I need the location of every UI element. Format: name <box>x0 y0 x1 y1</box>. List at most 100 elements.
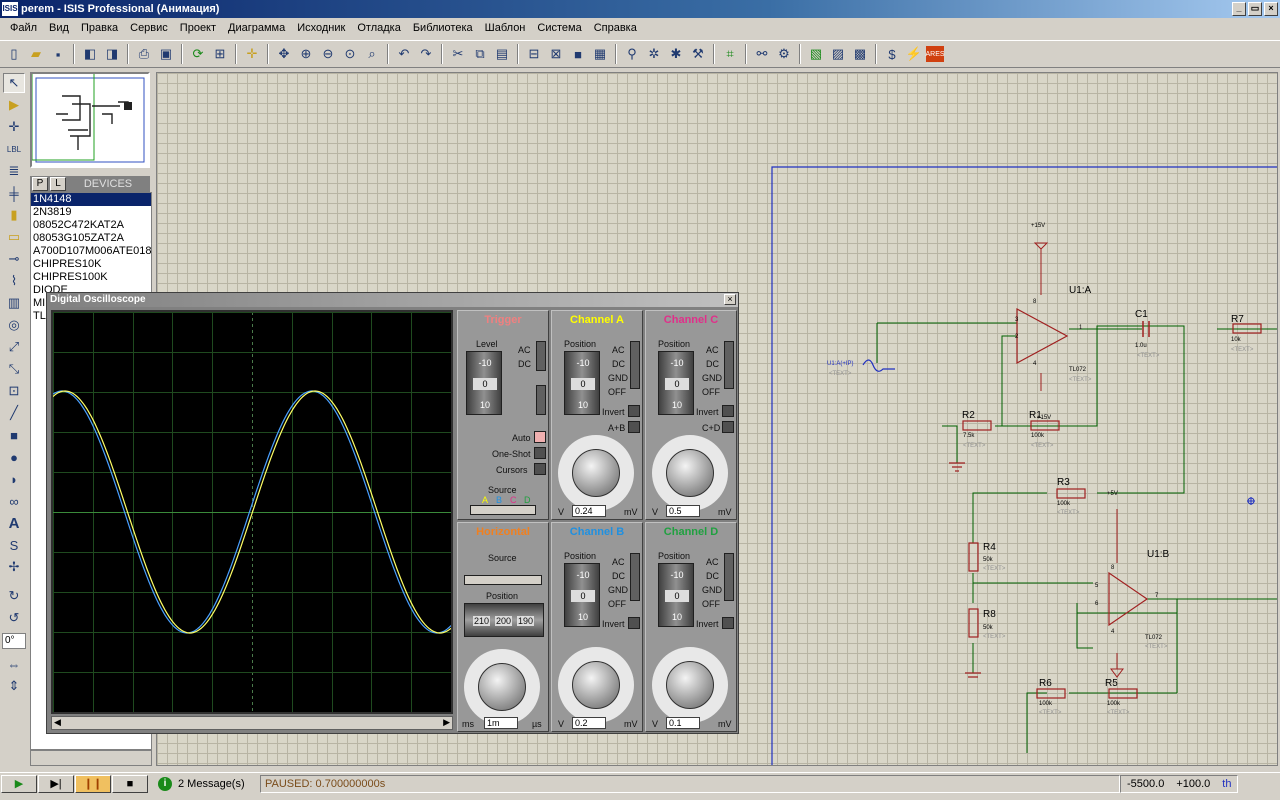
library-manager-button[interactable]: L <box>50 177 66 191</box>
save-icon[interactable]: ▪ <box>55 46 61 62</box>
timebase-value-field[interactable]: 1m <box>484 717 518 729</box>
undo-icon[interactable]: ↶ <box>398 46 410 61</box>
channel-d-position-slider[interactable]: -10 0 10 <box>658 563 694 627</box>
generator-icon[interactable]: ◎ <box>8 317 20 332</box>
rotate-clockwise-icon[interactable]: ↻ <box>8 588 20 603</box>
channel-c-invert-button[interactable] <box>722 405 734 417</box>
device-item[interactable]: MI <box>33 297 46 309</box>
box-tool-icon[interactable]: ■ <box>10 427 18 443</box>
mirror-vertical-icon[interactable]: ⇕ <box>8 678 20 693</box>
remove-sheet-icon[interactable]: ▨ <box>831 46 845 61</box>
zoom-all-icon[interactable]: ⊙ <box>344 46 356 61</box>
device-list-scrollbar[interactable] <box>30 750 152 766</box>
horizontal-source-slider[interactable] <box>464 575 542 585</box>
messages-indicator[interactable]: i 2 Message(s) <box>158 776 258 791</box>
channel-a-volts-dial[interactable] <box>558 435 642 513</box>
pan-icon[interactable]: ✥ <box>278 46 290 61</box>
tape-recorder-icon[interactable]: ▥ <box>7 295 21 310</box>
menu-library[interactable]: Библиотека <box>412 22 473 34</box>
rotate-anticlockwise-icon[interactable]: ↺ <box>8 610 20 625</box>
decompose-icon[interactable]: ⚒ <box>692 46 704 61</box>
oscilloscope-close-button[interactable]: × <box>724 294 736 305</box>
goto-sheet-icon[interactable]: ▩ <box>853 46 867 61</box>
channel-c-coupling-switch[interactable] <box>724 341 734 389</box>
menu-edit[interactable]: Правка <box>80 22 119 34</box>
menu-source[interactable]: Исходник <box>297 22 346 34</box>
play-button[interactable]: ▶ <box>1 774 37 793</box>
graph-icon[interactable]: ⌇ <box>10 273 18 288</box>
circle-tool-icon[interactable]: ● <box>10 449 18 465</box>
print-icon[interactable]: ⎙ <box>138 46 150 61</box>
device-item[interactable]: CHIPRES100K <box>33 271 108 283</box>
trigger-auto-button[interactable] <box>534 431 546 443</box>
property-tool-icon[interactable]: ⚙ <box>778 46 790 61</box>
bill-of-materials-icon[interactable]: $ <box>888 46 896 62</box>
channel-a-coupling-switch[interactable] <box>630 341 640 389</box>
channel-b-volts-dial[interactable] <box>558 647 642 725</box>
trigger-level-slider[interactable]: -10 0 10 <box>466 351 502 415</box>
trigger-source-slider[interactable] <box>470 505 536 515</box>
virtual-instruments-icon[interactable]: ⊡ <box>8 383 20 398</box>
horizontal-position-slider[interactable]: 210 200 190 <box>464 603 544 637</box>
block-move-icon[interactable]: ⊠ <box>550 46 562 61</box>
menu-help[interactable]: Справка <box>593 22 637 34</box>
channel-d-invert-button[interactable] <box>722 617 734 629</box>
channel-b-value-field[interactable]: 0.2 <box>572 717 606 729</box>
export-icon[interactable]: ◨ <box>105 46 119 61</box>
device-item[interactable]: A700D107M006ATE018 <box>33 245 151 257</box>
line-tool-icon[interactable]: ╱ <box>10 405 18 420</box>
zoom-out-icon[interactable]: ⊖ <box>322 46 334 61</box>
make-device-icon[interactable]: ✲ <box>648 46 660 61</box>
cut-icon[interactable]: ✂ <box>452 46 464 61</box>
menu-tools[interactable]: Сервис <box>130 22 168 34</box>
channel-a-value-field[interactable]: 0.24 <box>572 505 606 517</box>
channel-d-coupling-switch[interactable] <box>724 553 734 601</box>
pause-button[interactable]: ❙❙ <box>75 774 111 793</box>
oscilloscope-scrollbar[interactable]: ◀ ▶ <box>51 716 453 730</box>
pick-device-icon[interactable]: ⚲ <box>627 46 637 61</box>
timebase-dial[interactable] <box>464 649 548 727</box>
voltage-probe-icon[interactable]: ⤢ <box>8 339 20 354</box>
channel-b-invert-button[interactable] <box>628 617 640 629</box>
stop-button[interactable]: ■ <box>112 774 148 793</box>
device-item[interactable]: TL <box>33 310 46 322</box>
selection-mode-icon[interactable]: ↖ <box>3 73 25 93</box>
device-item[interactable]: 2N3819 <box>33 206 72 218</box>
device-item[interactable]: 08052C472KAT2A <box>33 219 124 231</box>
device-pins-icon[interactable]: ⊸ <box>8 251 20 266</box>
menu-file[interactable]: Файл <box>10 22 38 34</box>
step-button[interactable]: ▶| <box>38 774 74 793</box>
paste-icon[interactable]: ▤ <box>495 46 509 61</box>
current-probe-icon[interactable]: ⤡ <box>8 361 20 376</box>
origin-icon[interactable]: ✛ <box>246 46 258 61</box>
overview-window[interactable] <box>30 63 150 168</box>
block-copy-icon[interactable]: ⊟ <box>528 46 540 61</box>
trigger-edge-switch[interactable] <box>536 385 546 415</box>
packaging-icon[interactable]: ✱ <box>670 46 682 61</box>
device-item[interactable]: CHIPRES10K <box>33 258 102 270</box>
maximize-button[interactable]: ▭ <box>1248 2 1262 16</box>
text-script-icon[interactable]: ≣ <box>8 163 20 178</box>
new-sheet-icon[interactable]: ▧ <box>809 46 823 61</box>
block-delete-icon[interactable]: ▦ <box>593 46 607 61</box>
search-tag-icon[interactable]: ⚯ <box>756 46 768 61</box>
rotation-angle-field[interactable]: 0° <box>2 633 26 649</box>
channel-d-volts-dial[interactable] <box>652 647 736 725</box>
marker-tool-icon[interactable]: ✢ <box>8 559 20 574</box>
arc-tool-icon[interactable]: ◗ <box>10 471 18 487</box>
bus-icon[interactable]: ╪ <box>9 185 19 201</box>
wire-label-icon[interactable]: LBL <box>6 144 22 154</box>
trigger-cursors-button[interactable] <box>534 463 546 475</box>
menu-design[interactable]: Проект <box>179 22 217 34</box>
wire-autorouter-icon[interactable]: ⌗ <box>726 46 734 61</box>
menu-debug[interactable]: Отладка <box>357 22 401 34</box>
new-file-icon[interactable]: ▯ <box>10 46 18 61</box>
electrical-rule-check-icon[interactable]: ⚡ <box>905 46 923 61</box>
channel-c-position-slider[interactable]: -10 0 10 <box>658 351 694 415</box>
channel-c-value-field[interactable]: 0.5 <box>666 505 700 517</box>
minimize-button[interactable]: _ <box>1232 2 1246 16</box>
import-icon[interactable]: ◧ <box>83 46 97 61</box>
terminals-icon[interactable]: ▭ <box>7 229 21 244</box>
menu-template[interactable]: Шаблон <box>484 22 526 34</box>
channel-a-position-slider[interactable]: -10 0 10 <box>564 351 600 415</box>
